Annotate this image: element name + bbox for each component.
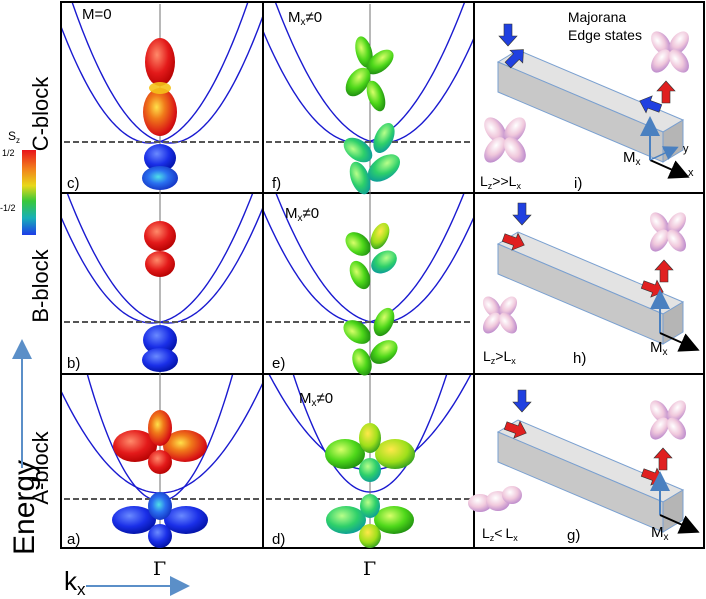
band-c-2	[71, 3, 262, 144]
panel-label-a: a)	[67, 531, 80, 548]
axis3d-x-label: x	[688, 167, 694, 179]
magnetization-mx-i: Mx	[623, 149, 641, 168]
majorana-title-line1: Majorana	[568, 9, 627, 25]
spin-texture-a-lower	[112, 492, 208, 548]
band-b-2	[66, 194, 262, 324]
panel-label-d: d)	[272, 531, 285, 548]
axes3d-i	[640, 116, 690, 179]
kx-axis-label: kx	[64, 566, 86, 599]
edge-spin-i-right-up	[656, 80, 676, 104]
edge-spin-h-top	[512, 202, 532, 226]
panel-label-c: c)	[67, 175, 80, 192]
majorana-orbital-i-right	[651, 31, 689, 73]
band-structure-curves	[62, 3, 473, 502]
edge-spin-i-left-top	[498, 23, 518, 47]
magnetization-zero-label: M=0	[82, 6, 112, 23]
axis3d-y-label: y	[683, 143, 689, 155]
edge-spin-i-left-down	[504, 49, 524, 69]
magnetization-mx-g: Mx	[651, 524, 669, 543]
edge-spin-g-left	[503, 420, 527, 439]
magnetization-mx-h: Mx	[650, 339, 668, 358]
magnetization-label-f: Mx≠0	[288, 9, 322, 28]
a-block-label: A-block	[28, 430, 53, 504]
spin-texture-c-lower	[142, 144, 178, 190]
spin-colorbar: Sz 1/2 -1/2	[0, 129, 36, 235]
colorbar-min-label: -1/2	[0, 203, 16, 213]
spin-texture-f-lower	[343, 123, 401, 195]
axes3d-g	[650, 471, 700, 534]
nanowire-h	[496, 231, 685, 345]
spin-texture-f-upper	[345, 36, 394, 112]
panel-label-i: i)	[574, 175, 582, 192]
magnetization-label-d: Mx≠0	[299, 390, 333, 409]
band-b-1	[62, 194, 254, 324]
panel-label-h: h)	[573, 350, 586, 367]
majorana-title-line2: Edge states	[568, 27, 642, 43]
nanowire-panels	[468, 23, 700, 534]
majorana-orbital-h-left	[482, 296, 518, 334]
panel-label-g: g)	[567, 527, 580, 544]
spin-texture-b-upper	[144, 221, 176, 277]
magnetization-label-e: Mx≠0	[285, 205, 319, 224]
axes3d-h	[650, 289, 700, 352]
length-ratio-i: Lz>>Lx	[480, 173, 521, 191]
length-ratio-h: Lz>Lx	[483, 348, 516, 366]
edge-spin-h-right-up	[654, 259, 674, 283]
panel-label-f: f)	[272, 175, 281, 192]
panel-label-e: e)	[272, 355, 285, 372]
edge-spin-g-right-up	[653, 447, 673, 471]
gamma-label-col1: Γ	[153, 558, 166, 580]
edge-spin-i-right-left	[639, 95, 663, 114]
spin-texture-d-lower	[326, 494, 414, 548]
c-block-label: C-block	[28, 76, 53, 152]
b-block-label: B-block	[28, 248, 53, 322]
spin-texture-e-lower	[343, 307, 398, 376]
colorbar-label: Sz	[8, 129, 20, 145]
majorana-orbital-h-right	[650, 212, 686, 252]
edge-spin-h-left	[501, 232, 525, 251]
edge-spin-g-top	[512, 389, 532, 413]
spin-texture-e-upper	[345, 222, 397, 290]
energy-axis-label: Energy	[8, 460, 41, 555]
length-ratio-g: Lz<Lx	[482, 525, 518, 543]
spin-texture-b-lower	[142, 325, 178, 372]
panel-grid	[60, 1, 705, 549]
gamma-label-col2: Γ	[363, 558, 376, 580]
spin-texture-c-upper	[143, 38, 177, 136]
colorbar-max-label: 1/2	[2, 148, 15, 158]
majorana-orbital-i-left	[484, 117, 526, 163]
colorbar-gradient	[22, 150, 36, 235]
majorana-orbital-g-right	[650, 400, 686, 440]
panel-label-b: b)	[67, 355, 80, 372]
spin-texture-d-upper	[325, 423, 415, 482]
spin-texture-a-upper	[113, 410, 207, 474]
majorana-orbital-g-left	[468, 486, 522, 512]
